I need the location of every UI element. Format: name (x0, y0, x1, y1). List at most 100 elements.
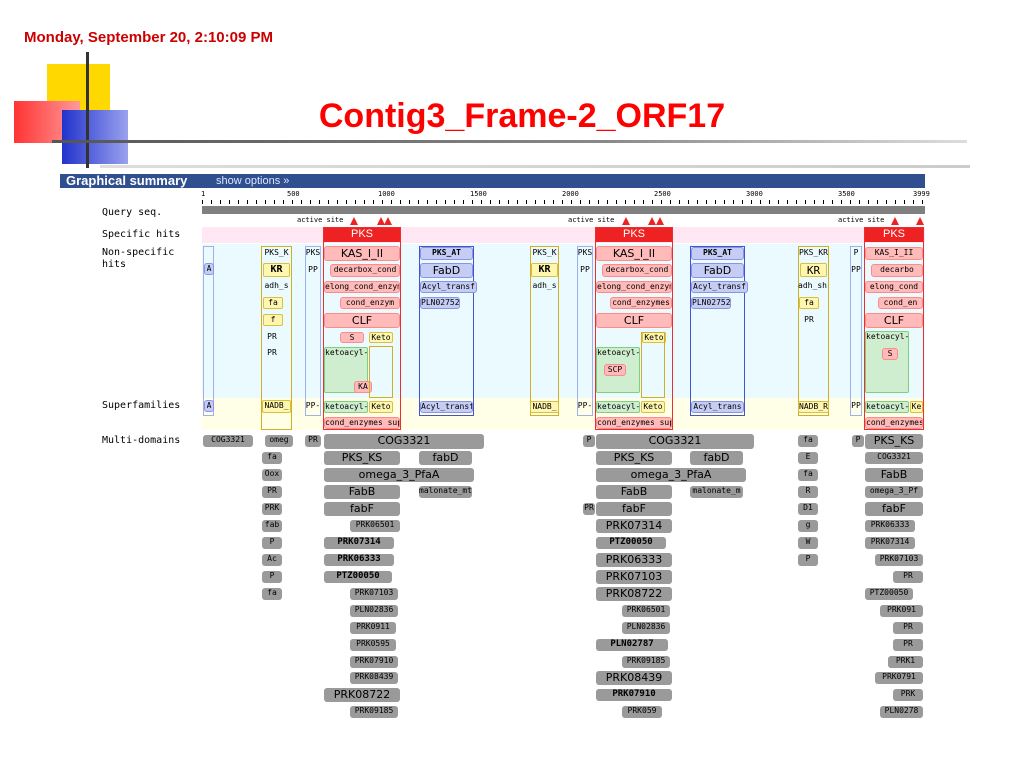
c3-multi-left[interactable]: D1 (798, 503, 818, 515)
c1-multi-left[interactable]: fab (262, 520, 282, 532)
c1-pp-hit[interactable]: PKS (305, 248, 321, 257)
c1-multidomain[interactable]: PRK0911 (350, 622, 396, 634)
c2-superfamily[interactable]: cond_enzymes sup (596, 417, 672, 429)
c2-multidomain[interactable]: PRK059 (622, 706, 662, 718)
c2-hit[interactable]: SCP (604, 364, 626, 376)
c1-multi-left[interactable]: PR (262, 486, 282, 498)
c3-left-hit[interactable]: fa (799, 297, 819, 309)
c1-multidomain[interactable]: PRK06333 (324, 554, 394, 566)
c3-multi-left[interactable]: fa (798, 435, 818, 447)
c1-multidomain[interactable]: PRK07314 (324, 537, 394, 549)
active-site-marker[interactable] (648, 217, 656, 225)
c1-multidomain[interactable]: PRK09185 (350, 706, 398, 718)
active-site-marker[interactable] (891, 217, 899, 225)
c1-multi-left[interactable]: fa (262, 588, 282, 600)
c1-multidomain[interactable]: PRK07103 (350, 588, 398, 600)
c1-hit[interactable]: elong_cond_enzym (324, 281, 400, 293)
c1-pp-hit[interactable]: PP (308, 265, 318, 274)
c3-multi-left[interactable]: R (798, 486, 818, 498)
c2-multidomain[interactable]: omega_3_PfaA (596, 468, 746, 482)
c1-hit[interactable]: S (340, 332, 364, 343)
c1-hit[interactable]: KAS_I_II (324, 246, 400, 261)
c2-pp-hit[interactable]: PP (580, 265, 590, 274)
c2-at-hit[interactable]: Acyl_transf (691, 281, 748, 293)
c3-multi-left[interactable]: fa (798, 469, 818, 481)
c2-multidomain[interactable]: PLN02836 (622, 622, 670, 634)
c2-multidomain[interactable]: FabB (596, 485, 672, 499)
c1-hit[interactable]: Keto (369, 332, 393, 343)
c2-multidomain[interactable]: PRK06501 (622, 605, 670, 617)
c2-left-hit[interactable]: PKS_K (532, 248, 557, 257)
c3-pp-hit[interactable]: PP (851, 265, 861, 274)
c3-multidomain[interactable]: COG3321 (865, 452, 923, 464)
c3-multi-left[interactable]: P (798, 554, 818, 566)
c1-multi-left[interactable]: COG3321 (203, 435, 253, 447)
c2-left-hit[interactable]: adh_s (532, 281, 557, 290)
c1-multi-left[interactable]: fa (262, 452, 282, 464)
c2-multidomain[interactable]: fabD (690, 451, 743, 465)
c2-multidomain[interactable]: COG3321 (596, 434, 754, 449)
c1-multidomain[interactable]: PRK07910 (350, 656, 398, 668)
c1-at-hit[interactable]: Acyl_transf (420, 281, 477, 293)
c3-left-superfamily[interactable]: NADB_R (798, 401, 829, 413)
c1-multi-left[interactable]: PR (305, 435, 321, 447)
c2-multidomain[interactable]: PRK07103 (596, 570, 672, 584)
c2-multidomain[interactable]: fabF (596, 502, 672, 516)
c1-left-hit[interactable]: PR (267, 348, 277, 357)
c1-multidomain[interactable]: PKS_KS (324, 451, 400, 465)
c3-superfamily[interactable]: Ke (910, 401, 923, 413)
c2-left-superfamily[interactable]: NADB_ (530, 401, 559, 413)
c1-multidomain[interactable]: fabF (324, 502, 400, 516)
c1-at-superfamily[interactable]: Acyl_transf (420, 401, 473, 413)
c2-multidomain[interactable]: PLN02787 (596, 639, 668, 651)
c1-superfamily[interactable]: Keto (369, 401, 393, 413)
c1-hit[interactable]: cond_enzym (340, 297, 400, 309)
c1-left-hit[interactable]: PKS_K (264, 248, 289, 257)
c3-hit[interactable]: KAS_I_II (865, 247, 923, 260)
c3-multidomain[interactable]: fabF (865, 502, 923, 516)
c3-left-hit[interactable]: KR (800, 263, 827, 277)
c3-multidomain[interactable]: PR (893, 571, 923, 583)
c3-multidomain[interactable]: PRK1 (888, 656, 923, 668)
c2-multidomain[interactable]: PRK07910 (596, 689, 672, 701)
c3-multidomain[interactable]: FabB (865, 468, 923, 482)
c3-hit[interactable]: S (882, 348, 898, 360)
c2-hit[interactable]: decarbox_cond (602, 264, 672, 277)
c3-hit[interactable]: CLF (865, 313, 923, 328)
c1-specific-pks[interactable]: PKS (324, 228, 400, 242)
c2-specific-pks[interactable]: PKS (596, 228, 672, 242)
c2-multidomain[interactable]: PRK07314 (596, 519, 672, 533)
active-site-marker[interactable] (916, 217, 924, 225)
c1-multi-left[interactable]: Ac (262, 554, 282, 566)
far-left-hit[interactable]: A (204, 263, 214, 275)
c1-left-superfamily[interactable]: NADB_ (262, 400, 291, 413)
c1-hit[interactable]: KA (354, 381, 372, 393)
c3-hit[interactable]: cond_en (878, 297, 923, 309)
c1-multi-left[interactable]: omeg (265, 435, 293, 447)
c1-superfamily[interactable]: cond_enzymes sup (324, 417, 400, 429)
c3-pp-hit[interactable]: P (853, 248, 859, 257)
c3-superfamily[interactable]: ketoacyl- (865, 401, 909, 413)
c2-hit[interactable]: elong_cond_enzym (596, 281, 672, 293)
c1-multidomain[interactable]: PRK0595 (350, 639, 396, 651)
c1-left-hit[interactable]: PR (267, 332, 277, 341)
c1-multidomain[interactable]: FabB (324, 485, 400, 499)
c1-at-hit[interactable]: PLN02752 (420, 297, 460, 309)
active-site-marker[interactable] (622, 217, 630, 225)
c1-multidomain[interactable]: PRK06501 (350, 520, 400, 532)
c1-multidomain[interactable]: malonate_mt (419, 486, 472, 498)
c3-superfamily[interactable]: cond_enzymes (865, 417, 923, 429)
c1-hit[interactable]: decarbox_cond (330, 264, 400, 277)
c3-multidomain[interactable]: PLN0278 (880, 706, 923, 718)
far-left-superfamily[interactable]: A (204, 400, 214, 412)
c2-multi-left[interactable]: P (583, 435, 595, 447)
c1-multidomain[interactable]: PRK08439 (350, 672, 398, 684)
c1-pp-superfamily[interactable]: PP- (305, 401, 321, 410)
c2-multidomain[interactable]: malonate_m (690, 486, 743, 498)
c1-left-hit[interactable]: adh_s (264, 281, 289, 290)
c1-left-hit[interactable]: fa (263, 297, 283, 309)
c1-at-hit[interactable]: PKS_AT (420, 247, 473, 260)
c3-multidomain[interactable]: PR (893, 622, 923, 634)
c3-left-hit[interactable]: PKS_KR (799, 248, 828, 257)
c1-multidomain[interactable]: PRK08722 (324, 688, 400, 702)
